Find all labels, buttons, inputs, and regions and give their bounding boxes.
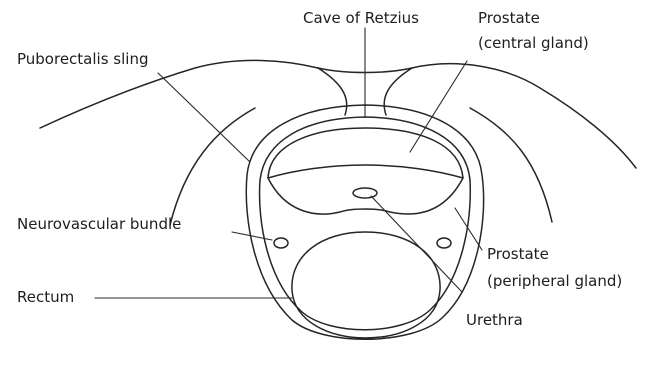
label-neurovascular-bundle: Neurovascular bundle (17, 215, 181, 234)
leader-urethra (371, 196, 462, 292)
label-puborectalis-sling: Puborectalis sling (17, 50, 148, 69)
label-prostate-central-line2: (central gland) (478, 34, 589, 53)
leader-neurovascular (232, 232, 272, 240)
left-levator-curve (40, 60, 318, 128)
leader-puborectalis (158, 73, 250, 162)
label-prostate-peripheral-line1: Prostate (487, 245, 549, 264)
right-lateral-curve (470, 108, 552, 222)
left-neurovascular-bundle (274, 238, 288, 248)
central-gland-lower (268, 178, 463, 214)
label-prostate-peripheral-line2: (peripheral gland) (487, 272, 622, 291)
label-urethra: Urethra (466, 311, 523, 330)
label-prostate-central-line1: Prostate (478, 9, 540, 28)
central-gland-outline (268, 128, 463, 178)
leader-prostate-central (410, 61, 467, 152)
right-neurovascular-bundle (437, 238, 451, 248)
label-rectum: Rectum (17, 288, 74, 307)
rectum-outline (292, 232, 440, 338)
urethra-shape (353, 188, 377, 198)
right-levator-curve (412, 64, 636, 168)
label-cave-of-retzius: Cave of Retzius (303, 9, 419, 28)
